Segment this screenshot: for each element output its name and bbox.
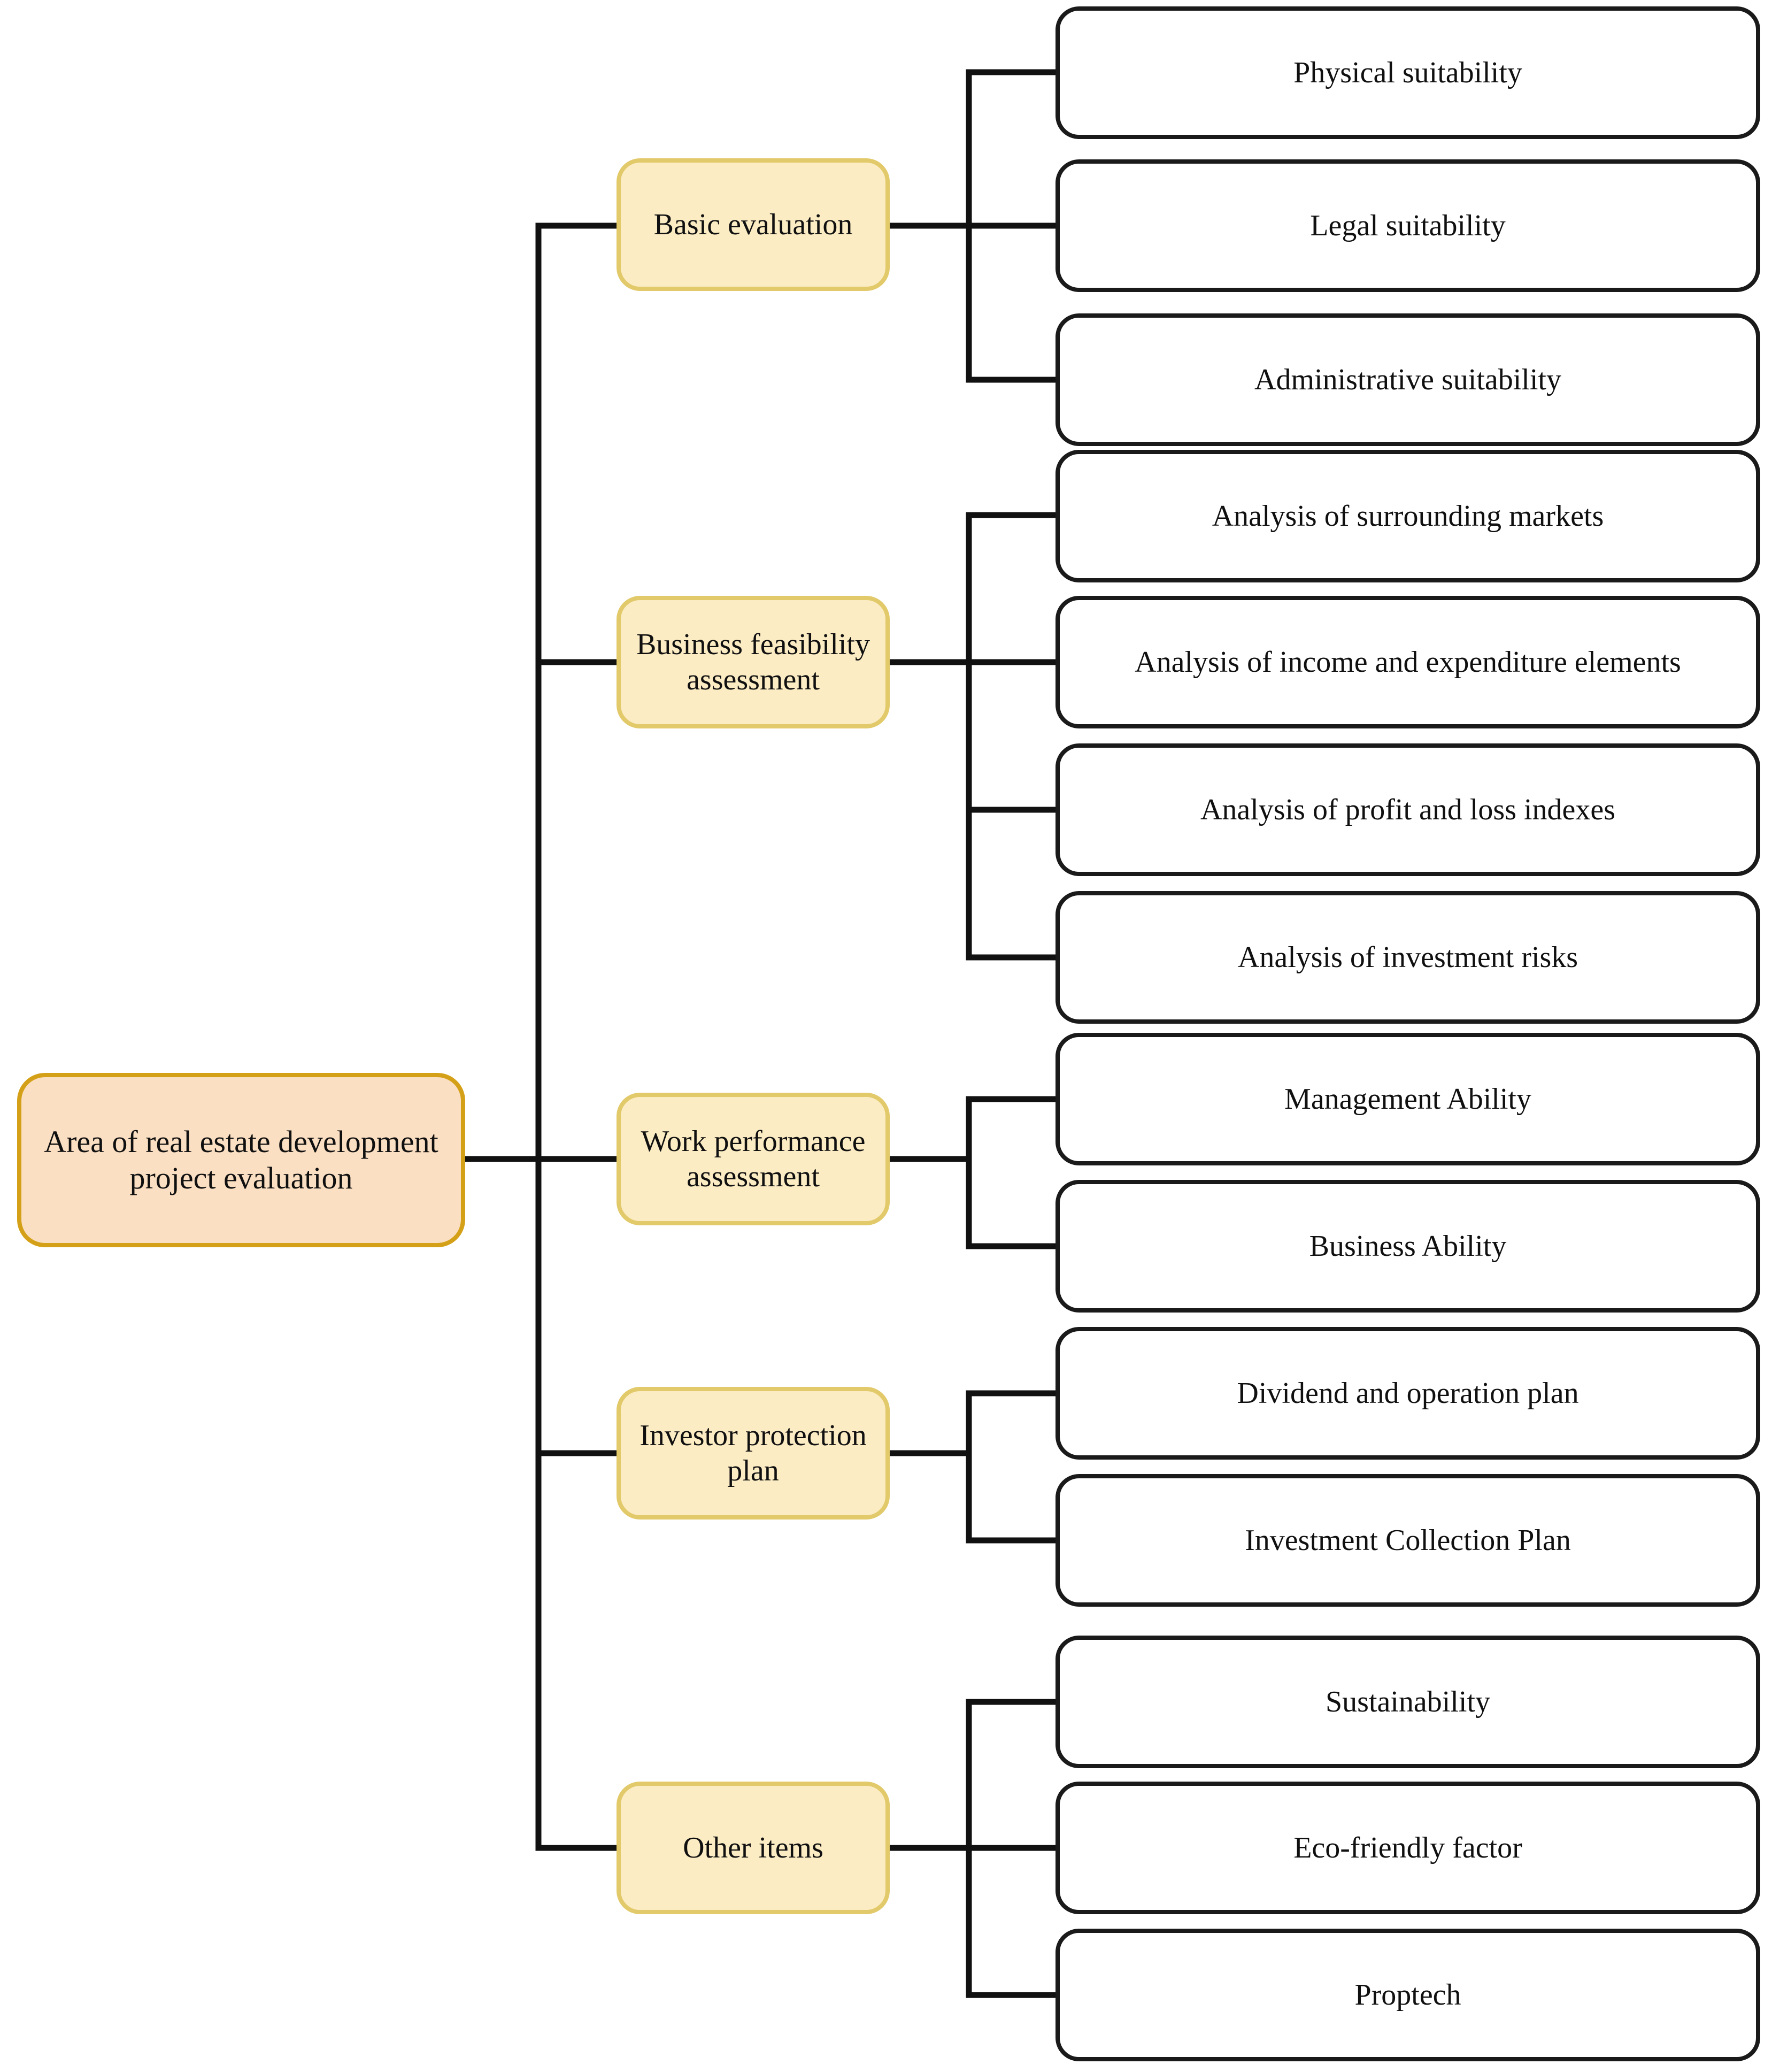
leaf-shape-physical-suitability[interactable]: [1056, 6, 1760, 139]
branch-label-work-performance: Work performance assessment: [641, 1124, 866, 1193]
branch-shape-work-performance[interactable]: [617, 1093, 890, 1225]
leaf-label-administrative-suitability: Administrative suitability: [1254, 363, 1561, 396]
leaf-shape-eco-friendly-factor[interactable]: [1056, 1782, 1760, 1914]
leaf-label-analysis-investment-risks: Analysis of investment risks: [1237, 940, 1578, 974]
root-node-label: Area of real estate development project …: [44, 1124, 438, 1195]
branch-shape-investor-protection[interactable]: [617, 1387, 890, 1520]
leaf-label-business-ability: Business Ability: [1309, 1229, 1507, 1263]
leaf-label-proptech: Proptech: [1354, 1978, 1461, 2012]
leaf-shape-dividend-operation-plan[interactable]: [1056, 1327, 1760, 1460]
leaf-shape-business-ability[interactable]: [1056, 1180, 1760, 1313]
leaf-label-management-ability: Management Ability: [1284, 1082, 1531, 1116]
leaf-shape-analysis-income-expenditure[interactable]: [1056, 596, 1760, 728]
leaf-label-analysis-profit-loss: Analysis of profit and loss indexes: [1200, 793, 1616, 826]
leaf-shape-management-ability[interactable]: [1056, 1033, 1760, 1165]
branch-label-business-feasibility: Business feasibility assessment: [636, 627, 870, 696]
leaf-label-sustainability: Sustainability: [1326, 1685, 1490, 1718]
branch-shape-other-items[interactable]: [617, 1782, 890, 1914]
leaf-shape-analysis-profit-loss[interactable]: [1056, 743, 1760, 876]
leaf-shape-legal-suitability[interactable]: [1056, 159, 1760, 292]
leaf-label-dividend-operation-plan: Dividend and operation plan: [1237, 1376, 1579, 1410]
leaf-shape-sustainability[interactable]: [1056, 1636, 1760, 1768]
branch-shape-business-feasibility[interactable]: [617, 596, 890, 728]
leaf-shape-administrative-suitability[interactable]: [1056, 313, 1760, 446]
leaf-shape-analysis-investment-risks[interactable]: [1056, 891, 1760, 1024]
root-node-shape[interactable]: [17, 1073, 465, 1247]
leaf-label-legal-suitability: Legal suitability: [1310, 209, 1506, 242]
leaf-label-eco-friendly-factor: Eco-friendly factor: [1293, 1831, 1522, 1864]
connector-layer: [189, 69, 1061, 1998]
leaf-label-investment-collection-plan: Investment Collection Plan: [1245, 1523, 1571, 1557]
leaf-label-analysis-surrounding-markets: Analysis of surrounding markets: [1212, 499, 1604, 533]
branch-shape-basic-evaluation[interactable]: [617, 158, 890, 291]
branch-label-investor-protection: Investor protection plan: [640, 1418, 867, 1487]
branch-label-basic-evaluation: Basic evaluation: [653, 208, 853, 241]
leaf-label-analysis-income-expenditure: Analysis of income and expenditure eleme…: [1135, 645, 1681, 679]
leaf-shape-analysis-surrounding-markets[interactable]: [1056, 450, 1760, 582]
leaf-label-physical-suitability: Physical suitability: [1293, 56, 1522, 89]
branch-label-other-items: Other items: [683, 1831, 823, 1864]
leaf-shape-investment-collection-plan[interactable]: [1056, 1474, 1760, 1607]
leaf-shape-proptech[interactable]: [1056, 1929, 1760, 2061]
